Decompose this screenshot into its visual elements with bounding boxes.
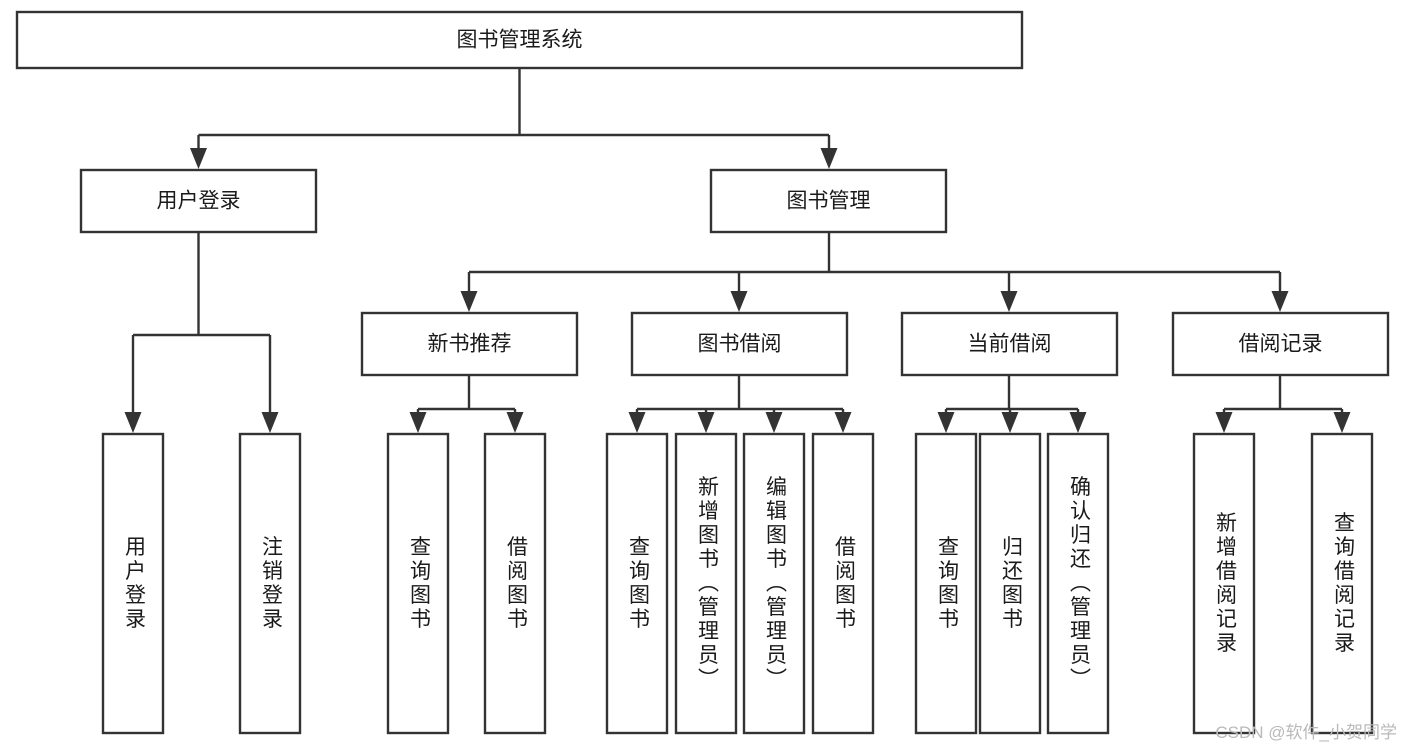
node-leaf-query-record-box[interactable] bbox=[1310, 432, 1374, 735]
node-leaf-query-book-2-label: 查询图书 bbox=[626, 536, 650, 632]
node-leaf-edit-book-box[interactable] bbox=[742, 432, 806, 735]
node-leaf-query-record-label: 查询借阅记录 bbox=[1331, 512, 1355, 656]
node-current-borrow[interactable]: 当前借阅 bbox=[900, 311, 1119, 377]
node-book-borrow[interactable]: 图书借阅 bbox=[630, 311, 849, 377]
node-user-login-box[interactable] bbox=[79, 168, 318, 234]
arrow-head-leaf-query-record bbox=[1333, 412, 1351, 433]
connector-layer bbox=[124, 68, 1351, 433]
arrow-head-current-borrow bbox=[1000, 291, 1018, 312]
node-leaf-logout[interactable]: 注销登录 bbox=[238, 432, 302, 735]
node-leaf-borrow-book-1-label: 借阅图书 bbox=[504, 536, 528, 632]
node-book-manage-label: 图书管理 bbox=[787, 190, 871, 213]
node-leaf-query-book-1-label: 查询图书 bbox=[407, 536, 431, 632]
node-leaf-edit-book[interactable]: 编辑图书（管理员） bbox=[742, 432, 806, 735]
node-leaf-borrow-book-1[interactable]: 借阅图书 bbox=[483, 432, 547, 735]
arrow-head-leaf-query-book-3 bbox=[937, 412, 955, 433]
node-leaf-logout-box[interactable] bbox=[238, 432, 302, 735]
arrow-head-leaf-user-login bbox=[124, 412, 142, 433]
node-borrow-record[interactable]: 借阅记录 bbox=[1171, 311, 1390, 377]
node-leaf-add-book[interactable]: 新增图书（管理员） bbox=[674, 432, 738, 735]
arrow-head-leaf-borrow-book-2 bbox=[834, 412, 852, 433]
node-borrow-record-label: 借阅记录 bbox=[1239, 333, 1323, 356]
node-leaf-add-book-box[interactable] bbox=[674, 432, 738, 735]
node-leaf-confirm-return-label: 确认归还（管理员） bbox=[1067, 476, 1091, 692]
arrow-head-leaf-return-book bbox=[1001, 412, 1019, 433]
node-leaf-logout-label: 注销登录 bbox=[259, 536, 283, 632]
node-leaf-query-record[interactable]: 查询借阅记录 bbox=[1310, 432, 1374, 735]
node-leaf-query-book-3-box[interactable] bbox=[914, 432, 978, 735]
node-leaf-query-book-2[interactable]: 查询图书 bbox=[605, 432, 669, 735]
node-current-borrow-box[interactable] bbox=[900, 311, 1119, 377]
node-leaf-add-record[interactable]: 新增借阅记录 bbox=[1192, 432, 1256, 735]
arrow-head-leaf-add-record bbox=[1215, 412, 1233, 433]
node-leaf-borrow-book-2-box[interactable] bbox=[811, 432, 875, 735]
node-leaf-query-book-1-box[interactable] bbox=[386, 432, 450, 735]
node-root[interactable]: 图书管理系统 bbox=[15, 10, 1024, 70]
arrow-head-leaf-logout bbox=[261, 412, 279, 433]
arrow-head-new-book-recommend bbox=[460, 291, 478, 312]
arrow-head-leaf-confirm-return bbox=[1069, 412, 1087, 433]
node-leaf-borrow-book-1-box[interactable] bbox=[483, 432, 547, 735]
arrow-head-book-manage bbox=[820, 148, 838, 169]
arrow-head-leaf-borrow-book-1 bbox=[506, 412, 524, 433]
arrow-head-leaf-add-book bbox=[697, 412, 715, 433]
node-leaf-return-book-box[interactable] bbox=[978, 432, 1042, 735]
node-leaf-query-book-1[interactable]: 查询图书 bbox=[386, 432, 450, 735]
node-leaf-user-login[interactable]: 用户登录 bbox=[101, 432, 165, 735]
node-leaf-confirm-return-box[interactable] bbox=[1046, 432, 1110, 735]
node-new-book-recommend[interactable]: 新书推荐 bbox=[360, 311, 579, 377]
node-current-borrow-label: 当前借阅 bbox=[968, 333, 1052, 356]
node-book-borrow-label: 图书借阅 bbox=[698, 333, 782, 356]
node-book-manage-box[interactable] bbox=[709, 168, 948, 234]
arrow-head-book-borrow bbox=[730, 291, 748, 312]
arrow-head-leaf-query-book-1 bbox=[409, 412, 427, 433]
node-leaf-borrow-book-2-label: 借阅图书 bbox=[832, 536, 856, 632]
node-leaf-add-record-box[interactable] bbox=[1192, 432, 1256, 735]
arrow-head-user-login bbox=[190, 148, 207, 169]
node-book-manage[interactable]: 图书管理 bbox=[709, 168, 948, 234]
node-leaf-user-login-label: 用户登录 bbox=[122, 536, 146, 632]
node-book-borrow-box[interactable] bbox=[630, 311, 849, 377]
node-leaf-add-book-label: 新增图书（管理员） bbox=[695, 476, 719, 692]
node-leaf-query-book-3-label: 查询图书 bbox=[935, 536, 959, 632]
node-user-login-label: 用户登录 bbox=[157, 190, 241, 213]
node-leaf-query-book-2-box[interactable] bbox=[605, 432, 669, 735]
node-leaf-return-book-label: 归还图书 bbox=[999, 536, 1023, 632]
arrow-head-leaf-edit-book bbox=[765, 412, 783, 433]
node-user-login[interactable]: 用户登录 bbox=[79, 168, 318, 234]
node-new-book-recommend-box[interactable] bbox=[360, 311, 579, 377]
node-borrow-record-box[interactable] bbox=[1171, 311, 1390, 377]
node-leaf-query-book-3[interactable]: 查询图书 bbox=[914, 432, 978, 735]
node-leaf-add-record-label: 新增借阅记录 bbox=[1213, 512, 1237, 656]
node-root-box[interactable] bbox=[15, 10, 1024, 70]
node-leaf-edit-book-label: 编辑图书（管理员） bbox=[763, 476, 787, 692]
node-leaf-user-login-box[interactable] bbox=[101, 432, 165, 735]
node-root-label: 图书管理系统 bbox=[457, 29, 583, 52]
node-leaf-return-book[interactable]: 归还图书 bbox=[978, 432, 1042, 735]
arrow-head-borrow-record bbox=[1271, 291, 1289, 312]
arrow-head-leaf-query-book-2 bbox=[628, 412, 646, 433]
node-new-book-recommend-label: 新书推荐 bbox=[428, 333, 512, 356]
node-leaf-confirm-return[interactable]: 确认归还（管理员） bbox=[1046, 432, 1110, 735]
node-leaf-borrow-book-2[interactable]: 借阅图书 bbox=[811, 432, 875, 735]
